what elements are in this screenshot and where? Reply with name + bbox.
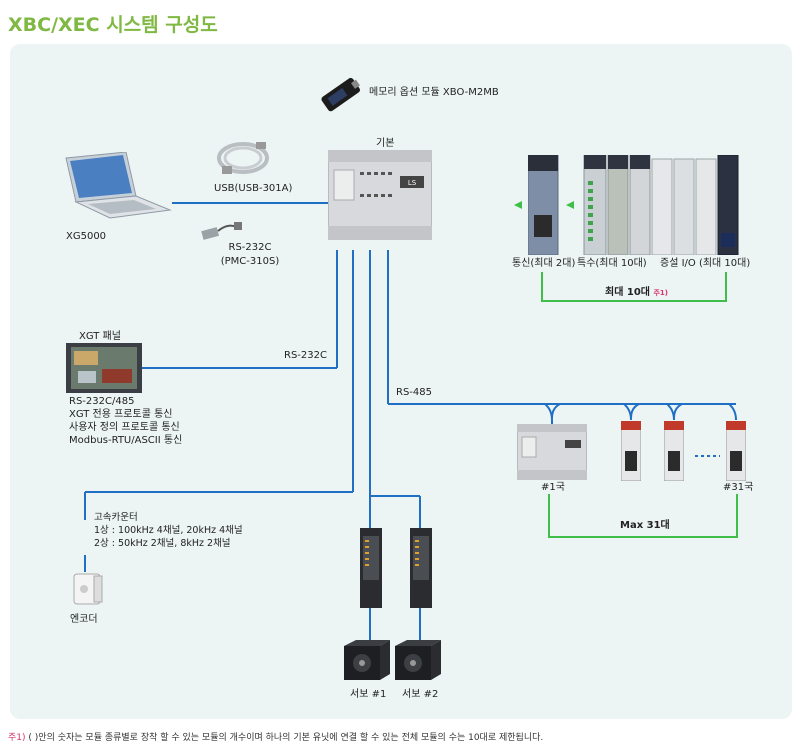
base-unit-label: 기본 <box>376 138 395 149</box>
expansion-max-label: 최대 10대 주1) <box>605 287 668 298</box>
panel-protocol-item: 사용자 정의 프로토콜 통신 <box>69 422 180 433</box>
panel-protocol-item: RS-232C/485 <box>69 396 135 407</box>
svg-text:LS: LS <box>408 179 417 187</box>
network-bracket <box>548 494 738 538</box>
remote-io-icon[interactable] <box>726 421 746 481</box>
counter-spec-2phase: 2상 : 50kHz 2채널, 8kHz 2채널 <box>94 538 231 549</box>
xg5000-label: XG5000 <box>66 231 107 242</box>
network-max-label: Max 31대 <box>620 520 670 531</box>
usb-label: USB(USB-301A) <box>214 183 293 194</box>
usb-cable-icon <box>217 142 269 174</box>
panel-protocol-item: XGT 전용 프로토콜 통신 <box>69 409 173 420</box>
encoder-label: 엔코더 <box>70 614 98 625</box>
comm-module-label: 통신(최대 2대) <box>512 258 576 269</box>
servo-motor-icon <box>395 640 441 680</box>
servo2-label: 서보 #2 <box>402 689 439 700</box>
remote-io-icon[interactable] <box>664 421 684 481</box>
servo1-label: 서보 #1 <box>350 689 387 700</box>
rs232c-cable-model: (PMC-310S) <box>220 256 280 267</box>
rs232c-cable-label: RS-232C <box>228 242 272 253</box>
laptop-icon[interactable] <box>58 152 174 230</box>
station-first-label: #1국 <box>541 482 565 493</box>
xgt-panel-label: XGT 패널 <box>79 331 121 342</box>
footnote-mark: 주1) <box>8 733 26 743</box>
footnote-text: ( )안의 숫자는 모듈 종류별로 장착 할 수 있는 모듈의 개수이며 하나의… <box>28 733 544 743</box>
io-module-label: 증설 I/O (최대 10대) <box>660 258 751 269</box>
note-mark: 주1) <box>653 289 668 297</box>
servo-drive-icon[interactable] <box>410 528 432 608</box>
expansion-bracket <box>541 272 727 302</box>
rs232c-cable-icon <box>201 222 242 240</box>
page-title: XBC/XEC 시스템 구성도 <box>8 14 218 36</box>
panel-protocol-item: Modbus-RTU/ASCII 통신 <box>69 435 183 446</box>
counter-spec-1phase: 1상 : 100kHz 4채널, 20kHz 4채널 <box>94 525 243 536</box>
servo-drive-icon[interactable] <box>360 528 382 608</box>
footnote: 주1) ( )안의 숫자는 모듈 종류별로 장착 할 수 있는 모듈의 개수이며… <box>8 730 543 743</box>
plc-base-icon[interactable]: LS <box>328 150 432 240</box>
remote-plc-icon[interactable] <box>517 424 587 480</box>
memory-module-icon <box>321 77 360 112</box>
rs485-line-label: RS-485 <box>396 387 432 398</box>
xgt-panel-icon[interactable] <box>66 343 142 393</box>
memory-module-label: 메모리 옵션 모듈 XBO-M2MB <box>369 87 499 98</box>
counter-title: 고속카운터 <box>94 512 138 523</box>
special-module-label: 특수(최대 10대) <box>577 258 647 269</box>
rs232c-line-label: RS-232C <box>284 350 327 361</box>
encoder-icon <box>73 573 103 605</box>
remote-io-icon[interactable] <box>621 421 641 481</box>
servo-motor-icon <box>344 640 390 680</box>
expansion-module-icon[interactable] <box>528 155 740 255</box>
station-last-label: #31국 <box>723 482 754 493</box>
